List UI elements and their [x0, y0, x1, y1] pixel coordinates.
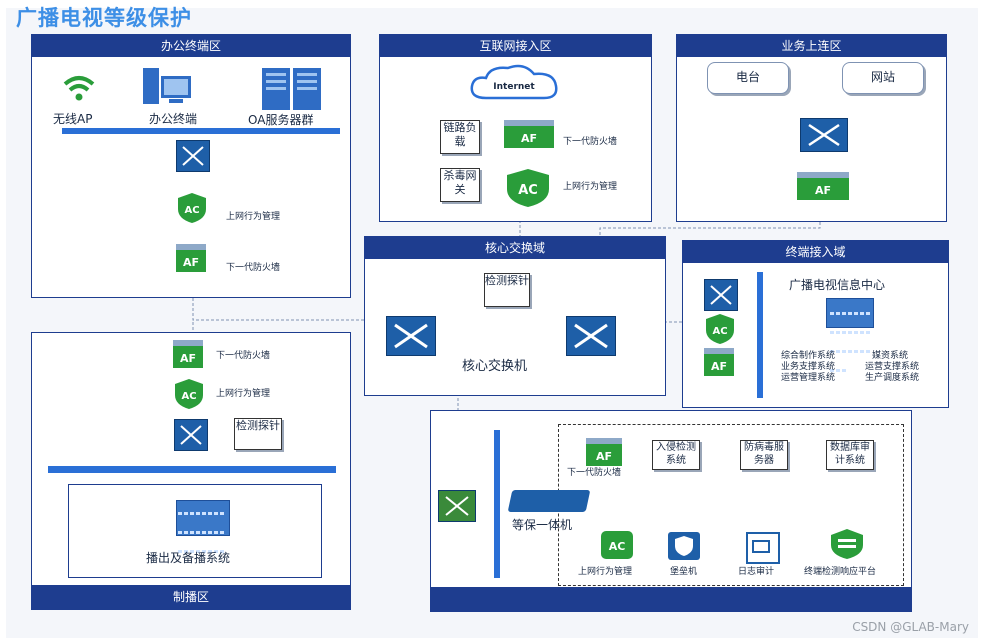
security-af-icon: AF	[586, 438, 622, 466]
business-switch-icon	[800, 118, 848, 152]
security-ac-label: 上网行为管理	[578, 567, 633, 577]
edr-label: 终端检测响应平台	[804, 567, 877, 577]
office-ac-label: 上网行为管理	[226, 212, 281, 222]
office-af-icon: AF	[176, 244, 206, 272]
terminal-system-5: 运营管理系统	[781, 373, 836, 383]
office-af-label: 下一代防火墙	[226, 263, 281, 273]
terminal-system-6: 生产调度系统	[865, 373, 920, 383]
core-switch-left-icon	[386, 316, 436, 356]
db-audit-box: 数据库审计系统	[826, 440, 874, 470]
device-label-ap: 无线AP	[53, 112, 93, 126]
ids-box: 入侵检测系统	[652, 440, 700, 470]
info-center-building-icon	[826, 298, 874, 372]
terminal-zone-header: 终端接入域	[683, 241, 948, 263]
log-audit-label: 日志审计	[738, 567, 775, 577]
tv-station-box: 电台	[707, 62, 789, 94]
website-box: 网站	[842, 62, 924, 94]
terminal-system-2: 媒资系统	[872, 351, 909, 361]
core-switch-right-icon	[566, 316, 616, 356]
broadcast-lan-bar	[48, 466, 336, 473]
edr-icon	[830, 528, 864, 564]
av-gateway-box: 杀毒网关	[440, 168, 480, 202]
broadcast-probe-box: 检测探针	[234, 418, 282, 450]
broadcast-switch-icon	[174, 419, 208, 451]
server-rack-icon	[262, 68, 322, 114]
security-lan-bar	[494, 430, 500, 578]
all-in-one-label: 等保一体机	[512, 518, 573, 532]
broadcast-system-label: 播出及备播系统	[146, 551, 231, 565]
terminal-ac-icon: AC	[705, 313, 735, 345]
terminal-af-icon: AF	[704, 348, 734, 376]
terminal-switch-icon	[704, 279, 738, 311]
broadcast-building-icon	[176, 500, 230, 553]
security-zone-footer	[431, 587, 911, 611]
terminal-system-1: 综合制作系统	[781, 351, 836, 361]
wifi-icon	[62, 74, 96, 106]
business-zone-header: 业务上连区	[677, 35, 946, 57]
core-switch-label: 核心交换机	[462, 359, 528, 374]
security-af-label: 下一代防火墙	[567, 468, 622, 478]
security-ac-icon: AC	[600, 530, 634, 560]
bastion-icon	[668, 532, 700, 560]
office-zone-header: 办公终端区	[32, 35, 350, 57]
desktop-icon	[143, 68, 193, 110]
office-ac-text: AC	[184, 205, 199, 216]
av-server-box: 防病毒服务器	[740, 440, 788, 470]
terminal-system-3: 业务支撑系统	[781, 362, 836, 372]
internet-zone-header: 互联网接入区	[380, 35, 651, 57]
terminal-lan-bar	[757, 272, 763, 398]
info-center-label: 广播电视信息中心	[789, 278, 886, 292]
page-title: 广播电视等级保护	[16, 6, 192, 30]
office-lan-bar	[62, 128, 340, 134]
all-in-one-device-icon	[507, 490, 591, 512]
core-zone-header: 核心交换域	[365, 237, 665, 259]
cloud-icon: Internet	[468, 62, 564, 108]
broadcast-zone-footer: 制播区	[32, 585, 350, 609]
log-audit-icon	[746, 532, 780, 564]
broadcast-ac-icon: AC	[174, 378, 204, 410]
link-lb-box: 链路负载	[440, 120, 480, 154]
office-ac-icon: AC	[177, 192, 207, 224]
broadcast-ac-label: 上网行为管理	[216, 389, 271, 399]
internet-ac-icon: AC	[505, 168, 551, 208]
core-probe-box: 检测探针	[484, 273, 530, 307]
internet-ac-label: 上网行为管理	[563, 182, 618, 192]
device-label-oa: OA服务器群	[248, 113, 314, 127]
internet-af-label: 下一代防火墙	[563, 137, 618, 147]
terminal-system-4: 运营支撑系统	[865, 362, 920, 372]
device-label-pc: 办公终端	[149, 112, 198, 126]
broadcast-ac-text: AC	[181, 391, 196, 402]
security-ac-text: AC	[609, 540, 626, 553]
broadcast-af-label: 下一代防火墙	[216, 351, 271, 361]
cloud-text: Internet	[493, 82, 535, 92]
security-switch-icon	[438, 490, 476, 522]
broadcast-af-icon: AF	[173, 340, 203, 368]
watermark: CSDN @GLAB-Mary	[852, 620, 969, 634]
business-af-icon: AF	[797, 172, 849, 200]
bastion-label: 堡垒机	[670, 567, 698, 577]
internet-af-icon: AF	[504, 120, 554, 148]
office-switch-icon	[176, 140, 210, 172]
internet-ac-text: AC	[518, 183, 538, 198]
terminal-ac-text: AC	[712, 326, 727, 337]
